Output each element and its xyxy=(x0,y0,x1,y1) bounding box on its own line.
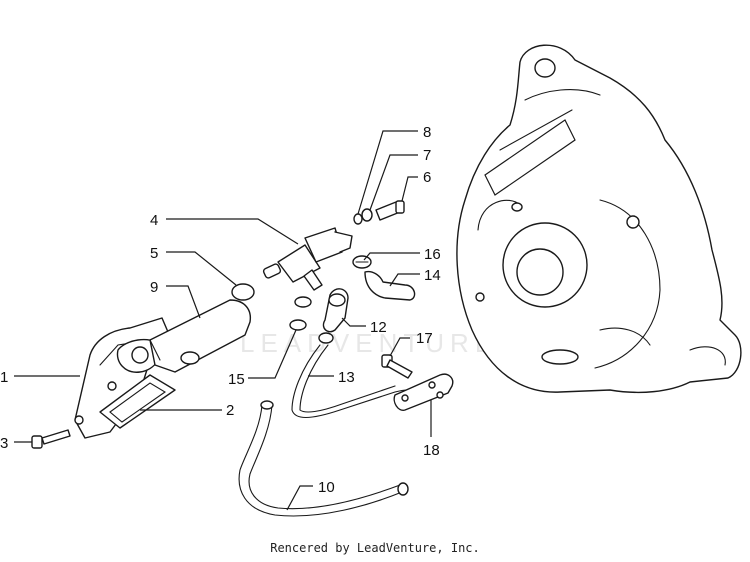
callout-line-15 xyxy=(248,329,297,379)
callout-8: 8 xyxy=(423,124,431,141)
callout-line-8 xyxy=(357,130,418,215)
fuel-valve-part xyxy=(262,227,353,291)
callout-line-9 xyxy=(166,285,201,319)
callout-line-14 xyxy=(389,273,420,287)
spacer-part xyxy=(231,283,255,301)
callout-16: 16 xyxy=(424,246,441,263)
callout-line-7 xyxy=(369,154,418,211)
clamp-part-15 xyxy=(289,296,334,344)
gasket-part xyxy=(99,374,176,429)
bolt-part xyxy=(375,200,405,221)
clamp-part-16 xyxy=(352,255,372,269)
watermark-text: LEADVENTURE xyxy=(240,328,498,358)
hose-clip-part xyxy=(393,373,454,411)
lock-washer-part xyxy=(361,208,373,222)
callout-1: 1 xyxy=(0,369,8,386)
callout-line-12 xyxy=(341,317,366,327)
credit-text: Rencered by LeadVenture, Inc. xyxy=(270,541,480,555)
callout-line-16 xyxy=(363,252,420,261)
callout-13: 13 xyxy=(338,369,355,386)
callout-9: 9 xyxy=(150,279,158,296)
callout-2: 2 xyxy=(226,402,234,419)
bracket-part xyxy=(74,317,169,439)
long-hose-part xyxy=(238,404,403,517)
callout-5: 5 xyxy=(150,245,158,262)
screw-part xyxy=(31,429,71,449)
callout-line-5 xyxy=(166,251,237,286)
elbow-fitting-part xyxy=(322,288,349,333)
callout-7: 7 xyxy=(423,147,431,164)
callout-line-6 xyxy=(401,176,418,202)
bolt-part-17 xyxy=(381,354,413,379)
callout-line-10 xyxy=(286,485,313,511)
callout-12: 12 xyxy=(370,319,387,336)
heat-shield-part xyxy=(149,299,252,373)
callout-10: 10 xyxy=(318,479,335,496)
callout-3: 3 xyxy=(0,435,8,452)
callout-line-17 xyxy=(389,337,410,357)
callout-line-4 xyxy=(166,218,299,245)
callout-4: 4 xyxy=(150,212,158,229)
callout-18: 18 xyxy=(423,442,440,459)
engine-housing xyxy=(456,44,742,394)
callout-14: 14 xyxy=(424,267,441,284)
callout-15: 15 xyxy=(228,371,245,388)
callout-17: 17 xyxy=(416,330,433,347)
callout-6: 6 xyxy=(423,169,431,186)
flat-washer-part xyxy=(353,213,363,225)
